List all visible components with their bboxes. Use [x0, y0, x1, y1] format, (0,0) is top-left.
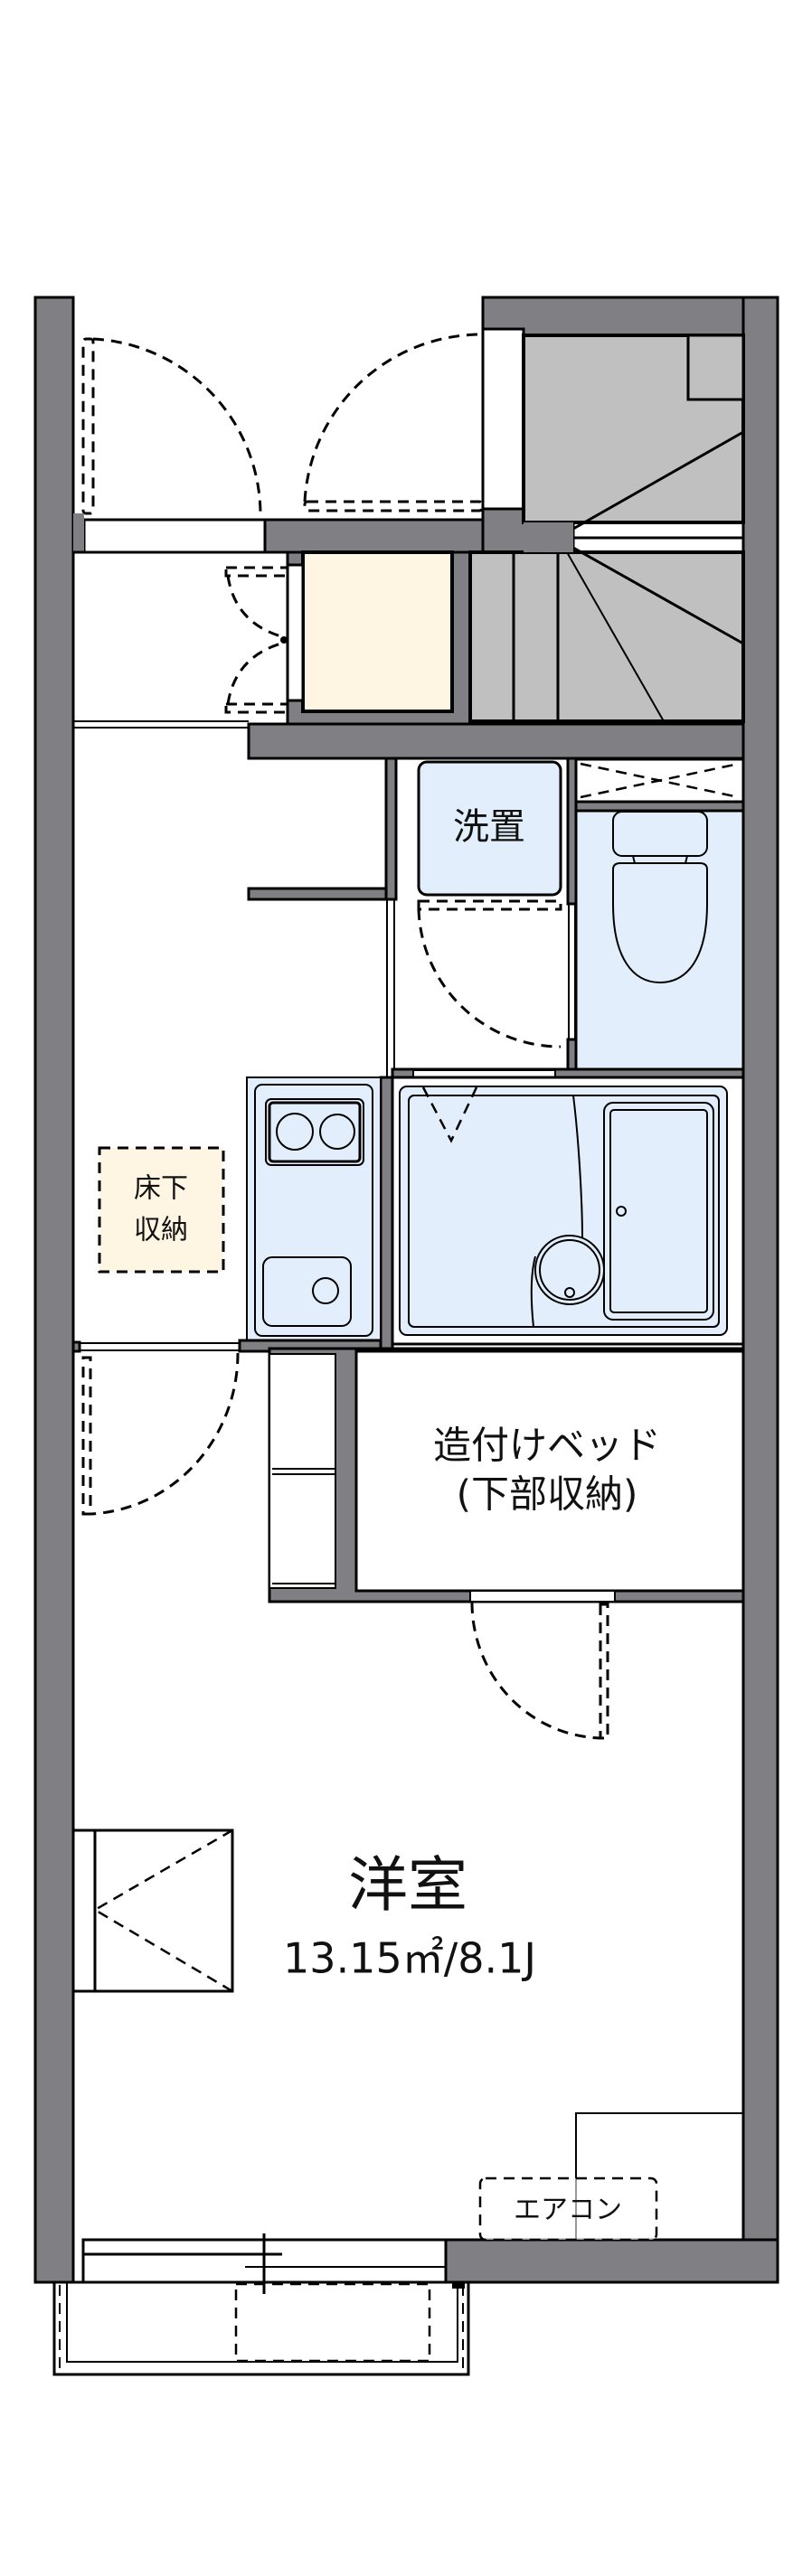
sink-icon — [262, 1256, 352, 1327]
door-frame — [481, 327, 525, 511]
washer-label: 洗置 — [453, 806, 525, 848]
stove-icon — [265, 1098, 364, 1166]
door-swing-icon[interactable] — [417, 899, 562, 1048]
door-swing-icon[interactable] — [303, 333, 484, 512]
bed-label-1: 造付けベッド — [433, 1424, 661, 1468]
bottom-exterior-wall — [444, 2238, 779, 2284]
wall-stub — [73, 513, 84, 552]
toilet-icon — [612, 811, 708, 984]
washroom-left-wall — [384, 757, 398, 901]
balcony — [52, 2280, 470, 2376]
washer-space: 洗置 — [417, 760, 562, 1048]
bathroom — [391, 1076, 745, 1346]
room-label: 洋室 — [348, 1850, 467, 1920]
toilet-room — [574, 809, 745, 1071]
underfloor-label-1: 床下 — [134, 1173, 188, 1205]
door-swing-icon[interactable] — [81, 337, 262, 518]
shoe-closet — [224, 550, 454, 714]
shoe-closet-box — [301, 550, 454, 713]
top-exterior-wall — [481, 296, 779, 337]
staircase-icon — [468, 334, 745, 723]
bathtub-icon — [603, 1102, 714, 1321]
underfloor-storage: 床下 収納 — [98, 1146, 225, 1274]
exterior-walls — [33, 296, 779, 2284]
washer-box — [417, 760, 562, 897]
kitchen — [246, 1076, 382, 1345]
partition-wall — [247, 887, 398, 901]
closet-door-frame — [286, 563, 305, 702]
ac-unit: エアコン — [478, 2112, 743, 2242]
room-area: 13.15㎡/8.1J — [283, 1934, 536, 1983]
right-exterior-wall — [741, 296, 779, 2284]
door-swing-icon[interactable] — [470, 1602, 609, 1740]
closet — [71, 1829, 234, 1993]
bed-label-2: (下部収納) — [457, 1472, 638, 1517]
ac-label: エアコン — [514, 2195, 622, 2226]
left-exterior-wall — [33, 296, 75, 2284]
vent-icon — [574, 757, 745, 804]
underfloor-label-2: 収納 — [134, 1215, 188, 1246]
built-in-bed: 造付けベッド (下部収納) — [268, 1347, 745, 1740]
entrance-threshold — [82, 518, 267, 554]
window-icon — [81, 2233, 448, 2294]
western-room: 洋室 13.15㎡/8.1J エアコン — [71, 1829, 743, 2242]
door-swing-icon[interactable] — [81, 1352, 240, 1516]
double-door-swing-icon[interactable] — [224, 566, 289, 714]
